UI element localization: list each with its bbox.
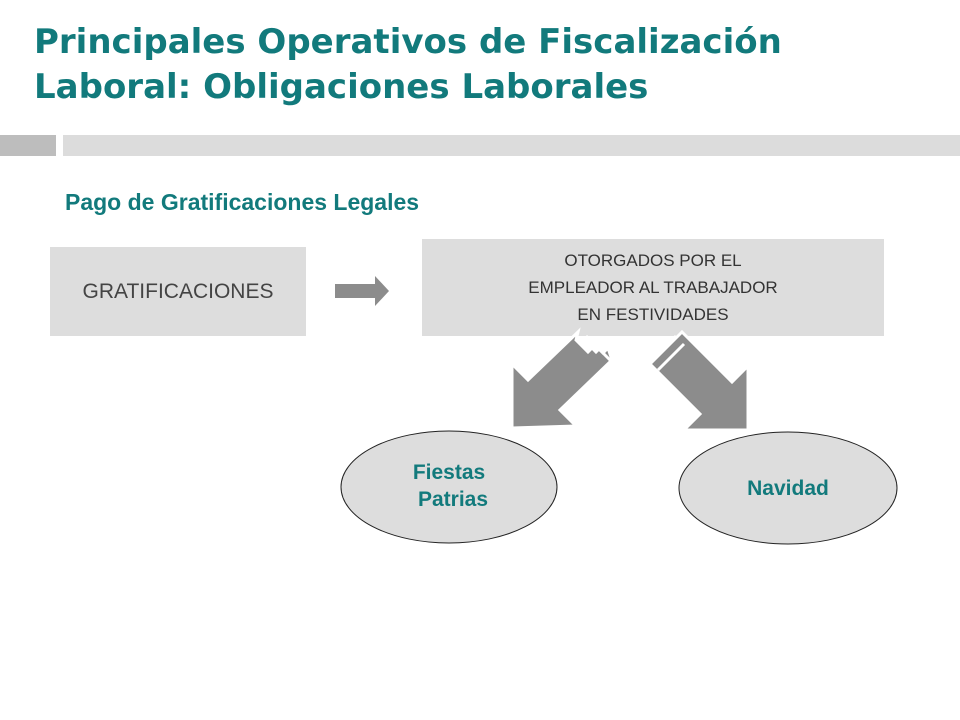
fiestas-patrias-line-2: Patrias <box>417 488 489 511</box>
navidad-ellipse <box>678 431 898 545</box>
otorgados-line-1: OTORGADOS POR EL <box>564 251 742 270</box>
fiestas-patrias-line-1: Fiestas <box>412 461 486 484</box>
fiestas-patrias-ellipse <box>340 430 558 544</box>
navidad-text: Navidad <box>747 477 829 500</box>
down-left-arrow-stripes <box>584 334 614 364</box>
otorgados-line-3: EN FESTIVIDADES <box>577 305 729 324</box>
fiestas-patrias-label: Fiestas Patrias <box>389 459 509 513</box>
otorgados-box: OTORGADOS POR EL EMPLEADOR AL TRABAJADOR… <box>422 239 884 336</box>
title-rule-long <box>63 135 960 156</box>
title-rule-short <box>0 135 56 156</box>
slide-title-line-2: Laboral: Obligaciones Laborales <box>34 67 649 107</box>
otorgados-line-2: EMPLEADOR AL TRABAJADOR <box>528 278 778 297</box>
navidad-label: Navidad <box>728 475 848 502</box>
slide-title-line-1: Principales Operativos de Fiscalización <box>34 22 782 62</box>
down-right-arrow-stripes <box>648 334 686 372</box>
gratificaciones-box: GRATIFICACIONES <box>50 247 306 336</box>
right-arrow-icon <box>335 276 389 306</box>
slide-title: Principales Operativos de Fiscalización … <box>34 20 934 110</box>
section-subtitle: Pago de Gratificaciones Legales <box>65 189 420 215</box>
gratificaciones-label: GRATIFICACIONES <box>82 279 274 303</box>
